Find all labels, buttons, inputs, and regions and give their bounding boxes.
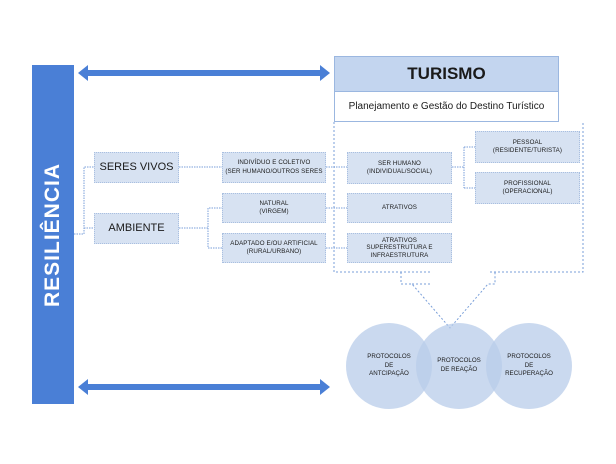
node-pessoal: PESSOAL (RESIDENTE/TURISTA) — [475, 131, 580, 163]
node-profissional: PROFISSIONAL (OPERACIONAL) — [475, 172, 580, 204]
node-atrativos: ATRATIVOS — [347, 193, 452, 223]
node-line: INDIVÍDUO E COLETIVO — [237, 159, 311, 167]
node-line: INFRAESTRUTURA — [370, 251, 429, 259]
tourism-title-box: TURISMO — [334, 56, 559, 92]
node-line: ADAPTADO E/OU ARTIFICIAL — [230, 239, 318, 247]
node-line: ATRATIVOS — [381, 203, 418, 211]
node-line: (VIRGEM) — [259, 208, 289, 215]
resilience-bar: RESILIÊNCIA — [32, 65, 74, 404]
node-line: (OPERACIONAL) — [502, 188, 553, 195]
node-line: (INDIVIDUAL/SOCIAL) — [366, 168, 433, 175]
node-individuo-coletivo: INDIVÍDUO E COLETIVO (SER HUMANO/OUTROS … — [222, 152, 326, 183]
circle-line: DE REAÇÃO — [440, 366, 478, 373]
circle-line: RECUPERAÇÃO — [505, 370, 553, 378]
node-ser-humano: SER HUMANO (INDIVIDUAL/SOCIAL) — [347, 152, 452, 184]
node-label: AMBIENTE — [108, 222, 165, 235]
circle-line: ANTCIPAÇÃO — [369, 370, 409, 378]
circle-line: PROTOCOLOS — [437, 357, 481, 365]
node-line: SER HUMANO — [378, 159, 421, 167]
tourism-subtitle-box: Planejamento e Gestão do Destino Turísti… — [334, 92, 559, 122]
node-ambiente: AMBIENTE — [94, 213, 179, 244]
node-adaptado-artificial: ADAPTADO E/OU ARTIFICIAL (RURAL/URBANO) — [222, 233, 326, 263]
circle-line: PROTOCOLOS — [367, 352, 411, 360]
circle-line: DE — [524, 361, 534, 369]
circle-line: PROTOCOLOS — [507, 352, 551, 360]
tourism-title: TURISMO — [407, 64, 486, 83]
node-seres-vivos: SERES VIVOS — [94, 152, 179, 183]
node-line: PESSOAL — [512, 138, 543, 146]
node-line: (SER HUMANO/OUTROS SERES — [225, 167, 323, 175]
node-atrativos-infraestrutura: ATRATIVOS SUPERESTRUTURA E INFRAESTRUTUR… — [347, 233, 452, 263]
node-line: (RURAL/URBANO) — [246, 248, 302, 255]
node-line: SUPERESTRUTURA E — [366, 244, 433, 252]
circle-line: DE — [384, 361, 394, 369]
tree-connectors — [74, 146, 475, 249]
node-natural: NATURAL (VIRGEM) — [222, 193, 326, 223]
circle-protocolos-recuperacao: PROTOCOLOS DE RECUPERAÇÃO — [486, 323, 572, 409]
node-line: PROFISSIONAL — [504, 179, 551, 187]
resilience-label: RESILIÊNCIA — [41, 162, 65, 307]
bottom-double-arrow — [78, 379, 330, 395]
node-line: NATURAL — [259, 199, 289, 207]
node-label: SERES VIVOS — [99, 161, 174, 174]
node-line: (RESIDENTE/TURISTA) — [492, 147, 563, 154]
tourism-subtitle: Planejamento e Gestão do Destino Turísti… — [348, 101, 545, 112]
node-line: ATRATIVOS — [381, 237, 418, 245]
top-double-arrow — [78, 65, 330, 81]
